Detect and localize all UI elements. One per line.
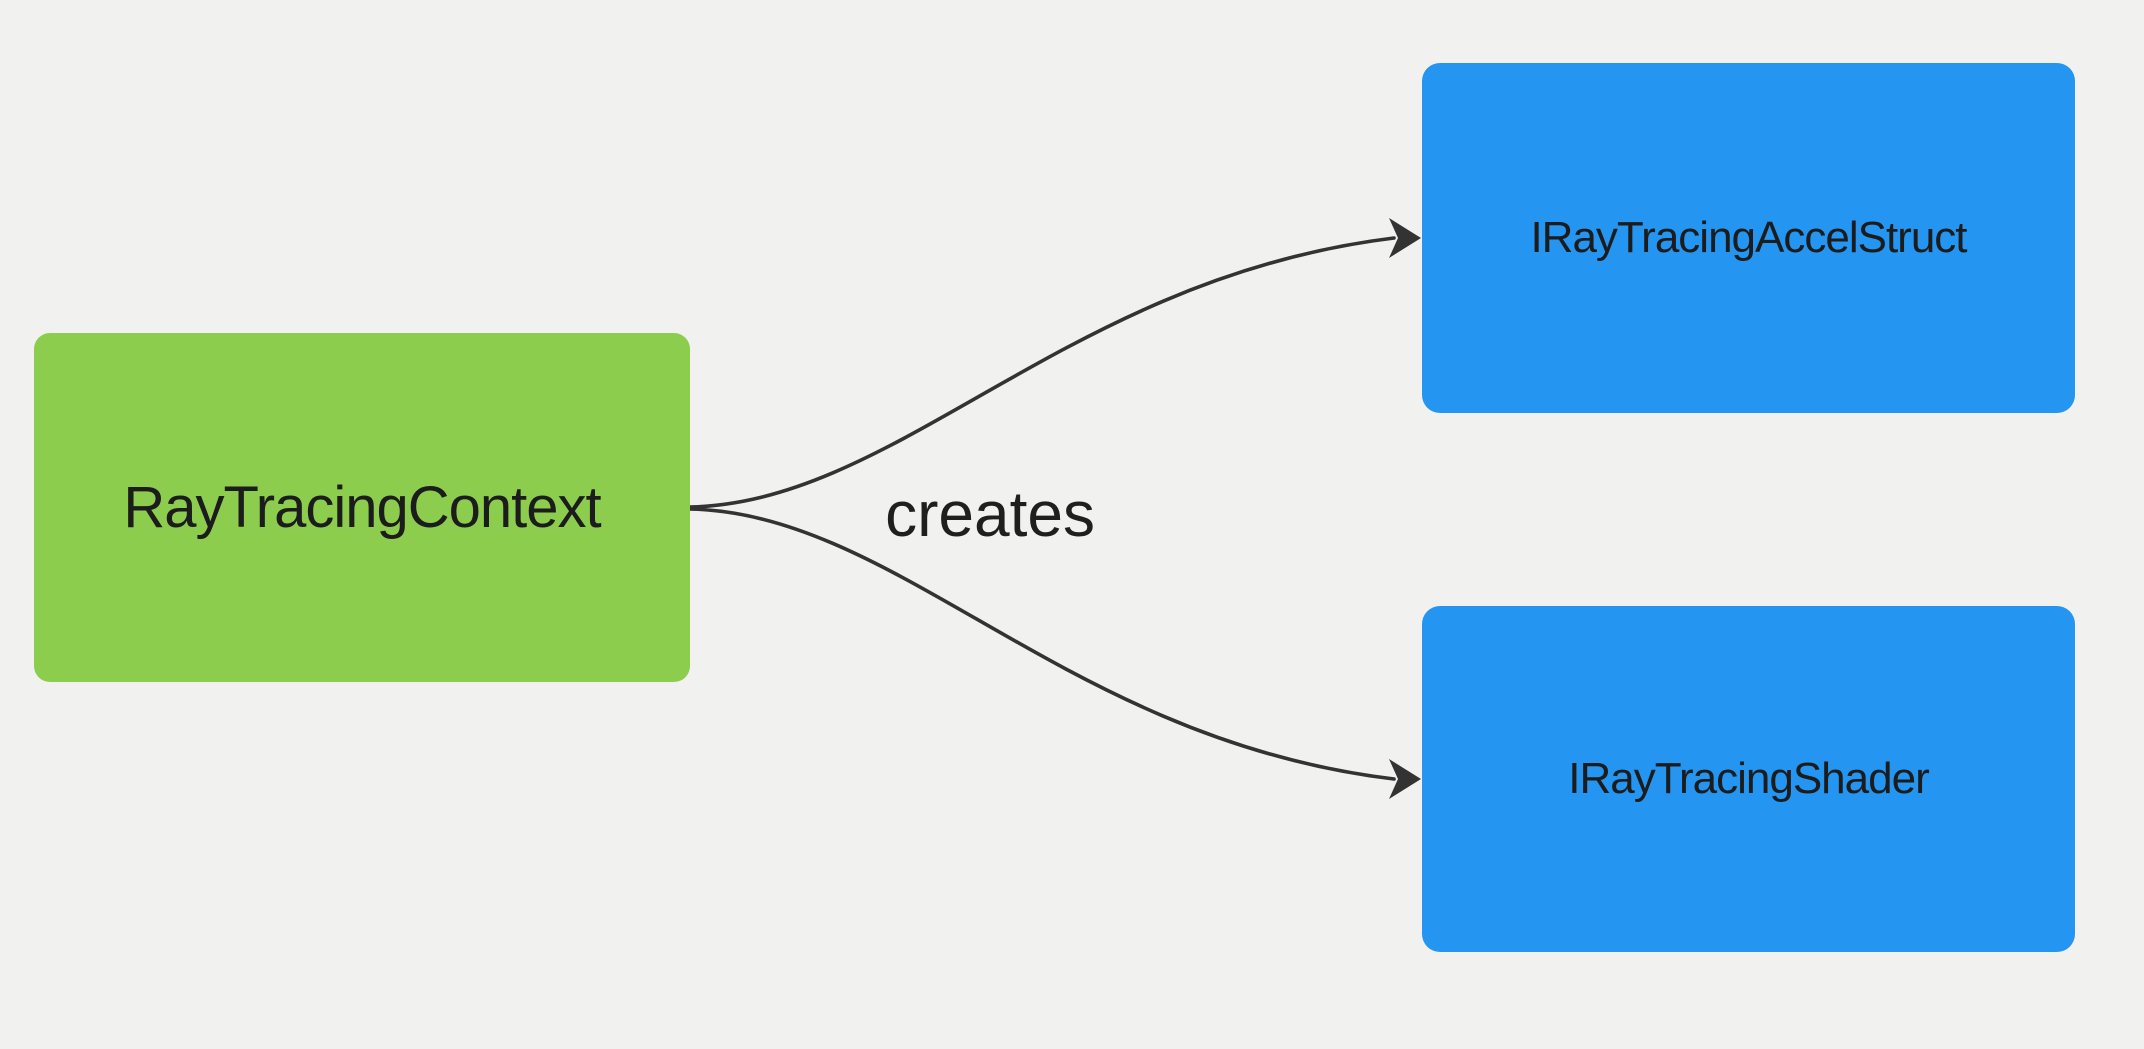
node-raytracingcontext-label: RayTracingContext xyxy=(123,475,601,540)
node-iraytracingaccelstruct: IRayTracingAccelStruct xyxy=(1422,63,2075,413)
node-iraytracingshader: IRayTracingShader xyxy=(1422,606,2075,952)
arrowhead-icon-shader xyxy=(1389,759,1421,799)
node-iraytracingshader-label: IRayTracingShader xyxy=(1568,754,1929,803)
node-raytracingcontext: RayTracingContext xyxy=(34,333,690,682)
edge-creates-shader xyxy=(687,507,1396,781)
node-iraytracingaccelstruct-label: IRayTracingAccelStruct xyxy=(1530,213,1967,262)
edge-creates-accelstruct xyxy=(687,236,1396,509)
edge-label-creates: creates xyxy=(885,478,1095,550)
arrowhead-icon-accelstruct xyxy=(1389,218,1421,258)
